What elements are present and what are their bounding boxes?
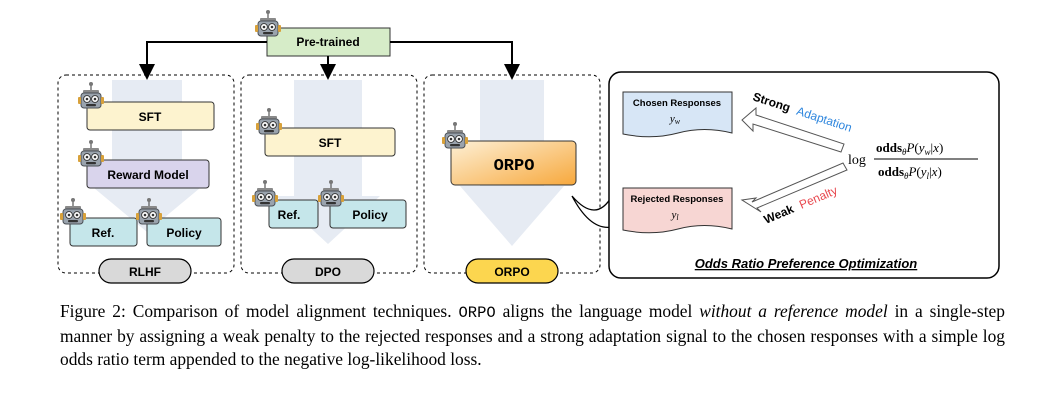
dpo-ref-box: [268, 199, 319, 229]
connector-lines: [139, 41, 520, 80]
orpo-pill: [465, 258, 559, 284]
weak-penalty-arrow: [740, 162, 848, 213]
dpo-sft-box: [264, 127, 396, 157]
rlhf-reward-model-box: [86, 159, 210, 189]
formula-numerator: oddsθP(yw|x): [876, 140, 943, 157]
rlhf-pill: [98, 258, 192, 284]
dpo-ref-robot-icon: [251, 179, 279, 207]
caption-emphasis: without a reference model: [699, 301, 888, 321]
rlhf-panel: SFT Reward Model Ref. Policy RLHF: [57, 74, 235, 284]
figure-caption: Figure 2: Comparison of model alignment …: [60, 300, 1005, 371]
pretrained-label: Pre-trained: [296, 35, 359, 49]
rlhf-ref-box: [69, 217, 138, 247]
orpo-panel: ORPO ORPO: [423, 74, 601, 284]
rlhf-ref-robot-icon: [59, 197, 87, 225]
chosen-var: yw: [669, 113, 681, 126]
caption-prefix: Figure 2: Comparison of model alignment …: [60, 301, 452, 321]
callout-tail: [571, 195, 617, 228]
rlhf-sft-box: [86, 101, 215, 131]
pretrained-group: Pre-trained: [254, 9, 391, 57]
pretrained-box: [266, 27, 391, 57]
dpo-sft-label: SFT: [319, 136, 342, 150]
orpo-pill-label: ORPO: [494, 265, 529, 279]
rejected-title: Rejected Responses: [631, 194, 724, 205]
rlhf-pill-label: RLHF: [129, 265, 161, 279]
rlhf-reward-model-label: Reward Model: [107, 168, 188, 182]
chosen-title: Chosen Responses: [633, 98, 721, 109]
detail-title: Odds Ratio Preference Optimization: [695, 256, 918, 271]
formula-log: log: [848, 153, 866, 168]
rlhf-policy-box: [146, 217, 222, 247]
rlhf-sft-robot-icon: [77, 81, 105, 109]
dpo-policy-label: Policy: [352, 208, 388, 222]
pretrained-robot-icon: [254, 9, 282, 37]
dpo-pill-label: DPO: [315, 265, 341, 279]
strong-adaptation-arrow: [741, 106, 845, 153]
orpo-detail-panel: Chosen Responses yw Rejected Responses y…: [608, 71, 1000, 279]
rlhf-policy-label: Policy: [166, 226, 202, 240]
orpo-box: [450, 140, 577, 186]
dpo-ref-label: Ref.: [278, 208, 301, 222]
dpo-pill: [281, 258, 375, 284]
rlhf-ref-label: Ref.: [92, 226, 115, 240]
alignment-diagram: Pre-trained SFT Reward Model Ref. Policy…: [57, 9, 1000, 284]
formula-denominator: oddsθP(yl|x): [878, 164, 942, 181]
caption-suffix: in a single-step manner by assigning a w…: [60, 301, 1005, 369]
dpo-panel: SFT Ref. Policy DPO: [240, 74, 418, 284]
rlhf-sft-label: SFT: [139, 110, 162, 124]
chosen-doc: [622, 91, 733, 138]
rejected-doc: [622, 187, 733, 234]
dpo-sft-robot-icon: [255, 107, 283, 135]
caption-method: ORPO: [458, 304, 496, 322]
caption-middle: aligns the language model: [502, 301, 693, 321]
rlhf-reward-robot-icon: [77, 139, 105, 167]
dpo-policy-box: [329, 199, 407, 229]
rejected-var: yl: [670, 209, 679, 222]
orpo-robot-icon: [441, 121, 469, 149]
orpo-box-label: ORPO: [494, 157, 535, 176]
